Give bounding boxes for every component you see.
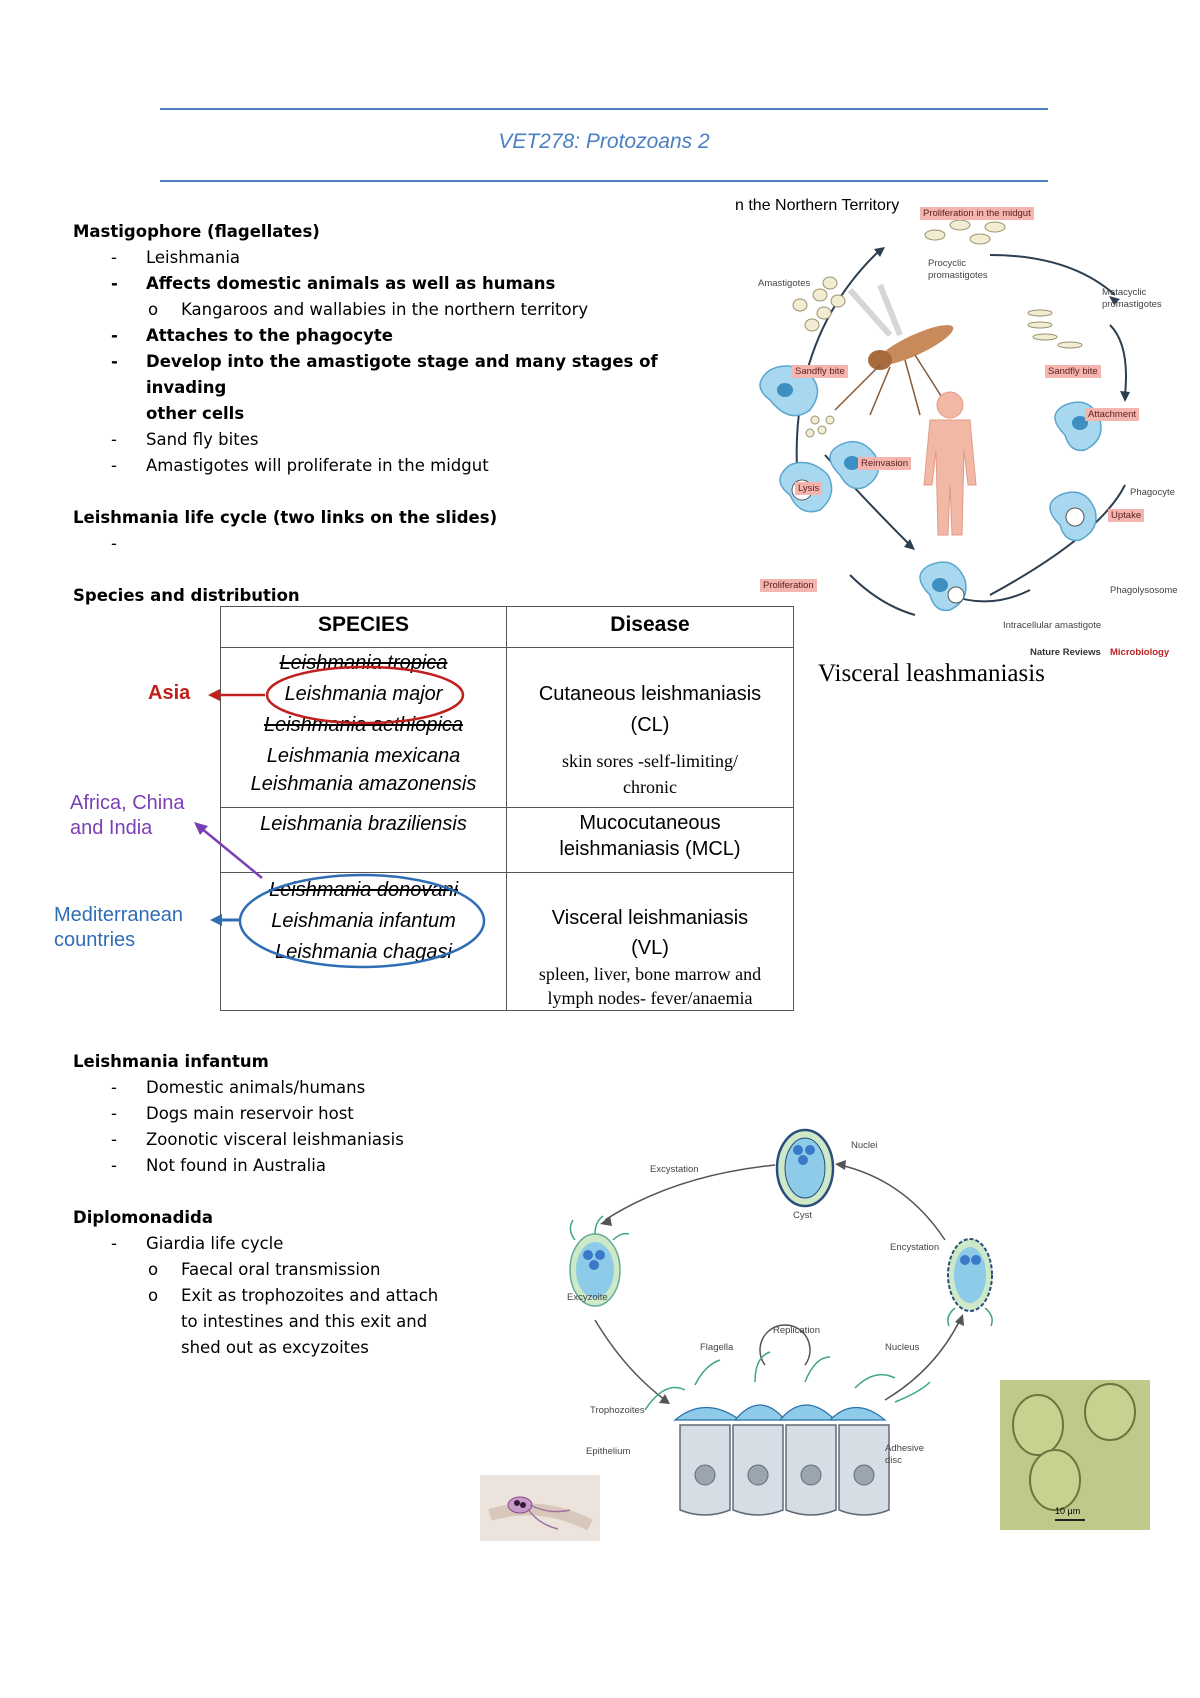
species-chagasi: Leishmania chagasi <box>275 941 452 963</box>
sandfly-icon <box>834 283 954 416</box>
trophozoite-micrograph <box>480 1475 600 1541</box>
section-heading: Leishmania infantum <box>73 1052 269 1071</box>
list-item: Domestic animals/humans <box>73 1075 513 1101</box>
section-heading: Diplomonadida <box>73 1208 213 1227</box>
label-amastigotes: Amastigotes <box>758 278 811 289</box>
list-item: Giardia life cycle <box>73 1231 513 1257</box>
credit-nature: Nature Reviews <box>1030 647 1101 658</box>
table-annotations <box>194 665 486 969</box>
list-item: Leishmania <box>73 245 713 271</box>
list-item: Not found in Australia <box>73 1153 513 1179</box>
list-item: Affects domestic animals as well as huma… <box>73 271 713 297</box>
label-uptake: Uptake <box>1108 509 1145 522</box>
list-item-cont: other cells <box>146 404 245 423</box>
label-phagolysosome: Phagolysosome <box>1110 585 1178 596</box>
label-phagocyte: Phagocyte <box>1130 487 1175 498</box>
giardia-lifecycle-figure: Nuclei Excystation Cyst Encystation Excy… <box>555 1120 1015 1520</box>
giardia-label-nucleus: Nucleus <box>885 1342 920 1353</box>
sub-item: Exit as trophozoites and attach <box>73 1283 513 1309</box>
cyst-micrograph: 10 μm <box>1000 1380 1150 1530</box>
disease-cl-note2: chronic <box>623 777 677 797</box>
sub-item-cont: to intestines and this exit and <box>181 1312 428 1331</box>
leishmania-lifecycle-figure: n the Northern Territory Proliferation i… <box>735 195 1190 675</box>
disease-vl: Visceral leishmaniasis <box>551 907 749 929</box>
disease-cl-note: skin sores -self-limiting/ <box>562 751 738 771</box>
label-procyclic: Procyclic <box>928 258 967 269</box>
giardia-label-adhesive-2: disc <box>885 1455 902 1466</box>
giardia-label-adhesive: Adhesive <box>885 1443 925 1454</box>
header-rule-top <box>160 108 1048 110</box>
label-proliferation: Proliferation <box>760 579 817 592</box>
species-table: SPECIES Disease Leishmania tropica Leish… <box>220 606 794 1011</box>
list-item: Zoonotic visceral leishmaniasis <box>73 1127 513 1153</box>
list-item: Develop into the amastigote stage and ma… <box>73 349 713 401</box>
list-item: Attaches to the phagocyte <box>73 323 713 349</box>
page-title: VET278: Protozoans 2 <box>498 130 710 153</box>
label-attachment: Attachment <box>1085 408 1140 421</box>
notes-infantum-giardia: Leishmania infantum Domestic animals/hum… <box>73 1049 513 1361</box>
fig-top-text: n the Northern Territory <box>735 197 900 214</box>
label-reinvasion: Reinvasion <box>858 457 911 470</box>
label-sandfly-left: Sandfly bite <box>792 365 848 378</box>
disease-cl: Cutaneous leishmaniasis <box>538 683 762 705</box>
species-donovani: Leishmania donovani <box>268 879 459 901</box>
species-braziliensis: Leishmania braziliensis <box>260 813 467 835</box>
disease-cl-abbr: (CL) <box>630 714 670 736</box>
med-ellipse <box>238 873 486 969</box>
col-header-species: SPECIES <box>317 613 410 636</box>
region-africa: Africa, China <box>70 792 185 814</box>
disease-mcl: Mucocutaneous <box>579 812 721 834</box>
region-med-2: countries <box>54 929 136 951</box>
giardia-label-epithelium: Epithelium <box>586 1446 631 1457</box>
disease-vl-abbr: (VL) <box>631 937 669 959</box>
region-asia: Asia <box>148 682 191 704</box>
giardia-label-excystation: Excystation <box>650 1164 699 1175</box>
species-amazonensis: Leishmania amazonensis <box>250 773 477 795</box>
sub-item: Faecal oral transmission <box>73 1257 513 1283</box>
scale-bar-label: 10 μm <box>1055 1506 1081 1516</box>
giardia-label-flagella: Flagella <box>700 1342 734 1353</box>
giardia-label-cyst: Cyst <box>793 1210 812 1221</box>
figure-caption: Visceral leashmaniasis <box>818 660 1045 687</box>
species-major: Leishmania major <box>284 683 443 705</box>
label-metacyclic: Metacyclic <box>1102 287 1147 298</box>
giardia-label-excyzoite: Excyzoite <box>567 1292 608 1303</box>
label-intracellular: Intracellular amastigote <box>1003 620 1102 631</box>
giardia-label-nuclei: Nuclei <box>851 1140 878 1151</box>
giardia-label-replication: Replication <box>773 1325 820 1336</box>
asia-ellipse <box>265 665 465 725</box>
region-med: Mediterranean <box>54 904 183 926</box>
disease-vl-note2: lymph nodes- fever/anaemia <box>547 988 753 1008</box>
africa-arrow <box>200 827 263 879</box>
list-item: Sand fly bites <box>73 427 713 453</box>
label-procyclic-2: promastigotes <box>928 270 988 281</box>
sub-item-cont: shed out as excyzoites <box>181 1338 369 1357</box>
section-heading: Mastigophore (flagellates) <box>73 222 320 241</box>
section-heading: Species and distribution <box>73 586 300 605</box>
list-item-empty <box>73 531 713 557</box>
label-lysis: Lysis <box>795 482 823 495</box>
list-item: Amastigotes will proliferate in the midg… <box>73 453 713 479</box>
label-proliferation-midgut: Proliferation in the midgut <box>920 207 1034 220</box>
species-mexicana: Leishmania mexicana <box>266 745 461 767</box>
giardia-label-encystation: Encystation <box>890 1242 940 1253</box>
list-item: Dogs main reservoir host <box>73 1101 513 1127</box>
label-metacyclic-2: promastigotes <box>1102 299 1162 310</box>
col-header-disease: Disease <box>610 613 690 636</box>
disease-vl-note: spleen, liver, bone marrow and <box>538 964 762 984</box>
header-rule-bottom <box>160 180 1048 182</box>
credit-microbiology: Microbiology <box>1110 647 1170 658</box>
human-icon <box>923 391 977 536</box>
label-sandfly-right: Sandfly bite <box>1045 365 1101 378</box>
notes-leishmania: Mastigophore (flagellates) Leishmania Af… <box>73 219 713 609</box>
sub-item: Kangaroos and wallabies in the northern … <box>73 297 713 323</box>
disease-mcl2: leishmaniasis (MCL) <box>559 838 741 860</box>
section-heading: Leishmania life cycle (two links on the … <box>73 508 498 527</box>
region-africa-2: and India <box>70 817 153 839</box>
giardia-label-trophozoites: Trophozoites <box>590 1405 645 1416</box>
species-infantum: Leishmania infantum <box>271 910 456 932</box>
